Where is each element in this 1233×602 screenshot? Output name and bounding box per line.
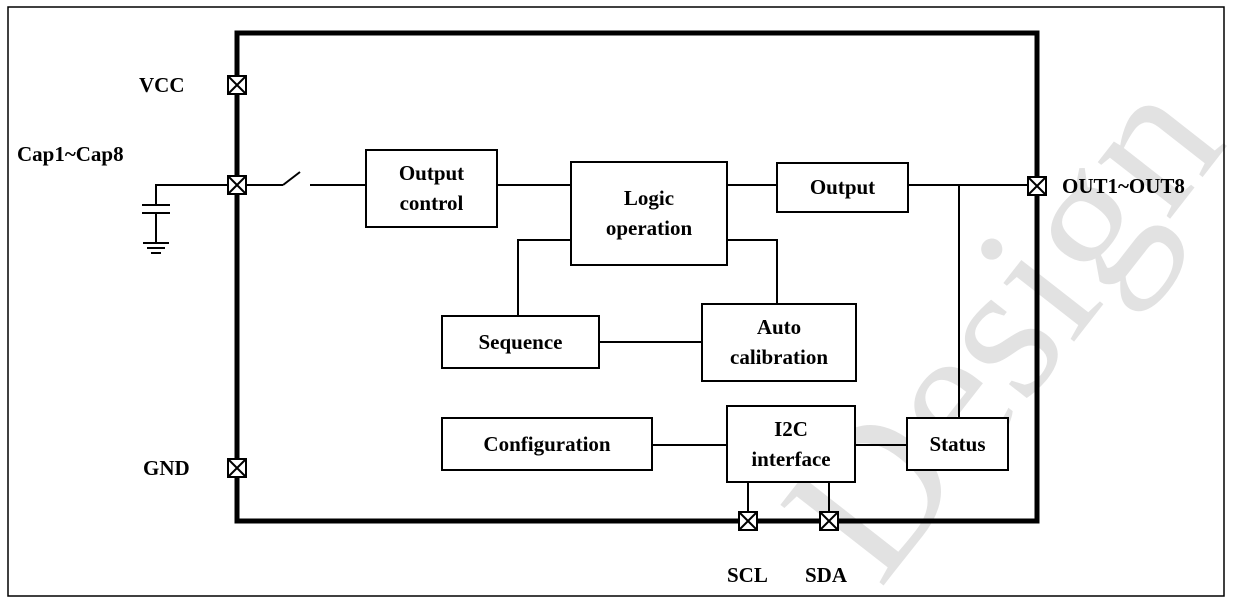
block-output-control: Output control (365, 149, 498, 228)
block-sequence: Sequence (441, 315, 600, 369)
svg-text:Output: Output (399, 161, 464, 185)
capacitor-symbol (142, 184, 228, 254)
pin-out-pad (1027, 176, 1047, 196)
svg-text:calibration: calibration (730, 345, 828, 369)
pin-label-cap: Cap1~Cap8 (17, 142, 124, 166)
svg-text:Sequence: Sequence (479, 330, 563, 354)
pin-cap-pad (227, 175, 247, 195)
block-status: Status (906, 417, 1009, 471)
pin-label-sda: SDA (805, 563, 848, 587)
chip-boundary (234, 30, 1040, 524)
block-output: Output (776, 162, 909, 213)
block-configuration: Configuration (441, 417, 653, 471)
svg-text:I2C: I2C (774, 417, 808, 441)
pin-sda-pad (819, 511, 839, 531)
svg-text:operation: operation (606, 216, 693, 240)
svg-text:Output: Output (810, 175, 875, 199)
svg-text:interface: interface (751, 447, 830, 471)
pin-label-vcc: VCC (139, 73, 185, 97)
connection-wires (497, 184, 1028, 512)
outer-frame (7, 6, 1225, 597)
svg-text:Status: Status (929, 432, 985, 456)
pin-label-out: OUT1~OUT8 (1062, 174, 1185, 198)
svg-text:Auto: Auto (757, 315, 801, 339)
block-i2c-interface: I2C interface (726, 405, 856, 483)
pin-label-scl: SCL (727, 563, 768, 587)
block-auto-calibration: Auto calibration (701, 303, 857, 382)
block-logic-operation: Logic operation (570, 161, 728, 266)
svg-text:Configuration: Configuration (483, 432, 611, 456)
svg-text:Logic: Logic (624, 186, 674, 210)
svg-text:control: control (400, 191, 464, 215)
switch-symbol (246, 171, 366, 186)
pin-vcc-pad (227, 75, 247, 95)
pin-scl-pad (738, 511, 758, 531)
pin-label-gnd: GND (143, 456, 190, 480)
pin-gnd-pad (227, 458, 247, 478)
